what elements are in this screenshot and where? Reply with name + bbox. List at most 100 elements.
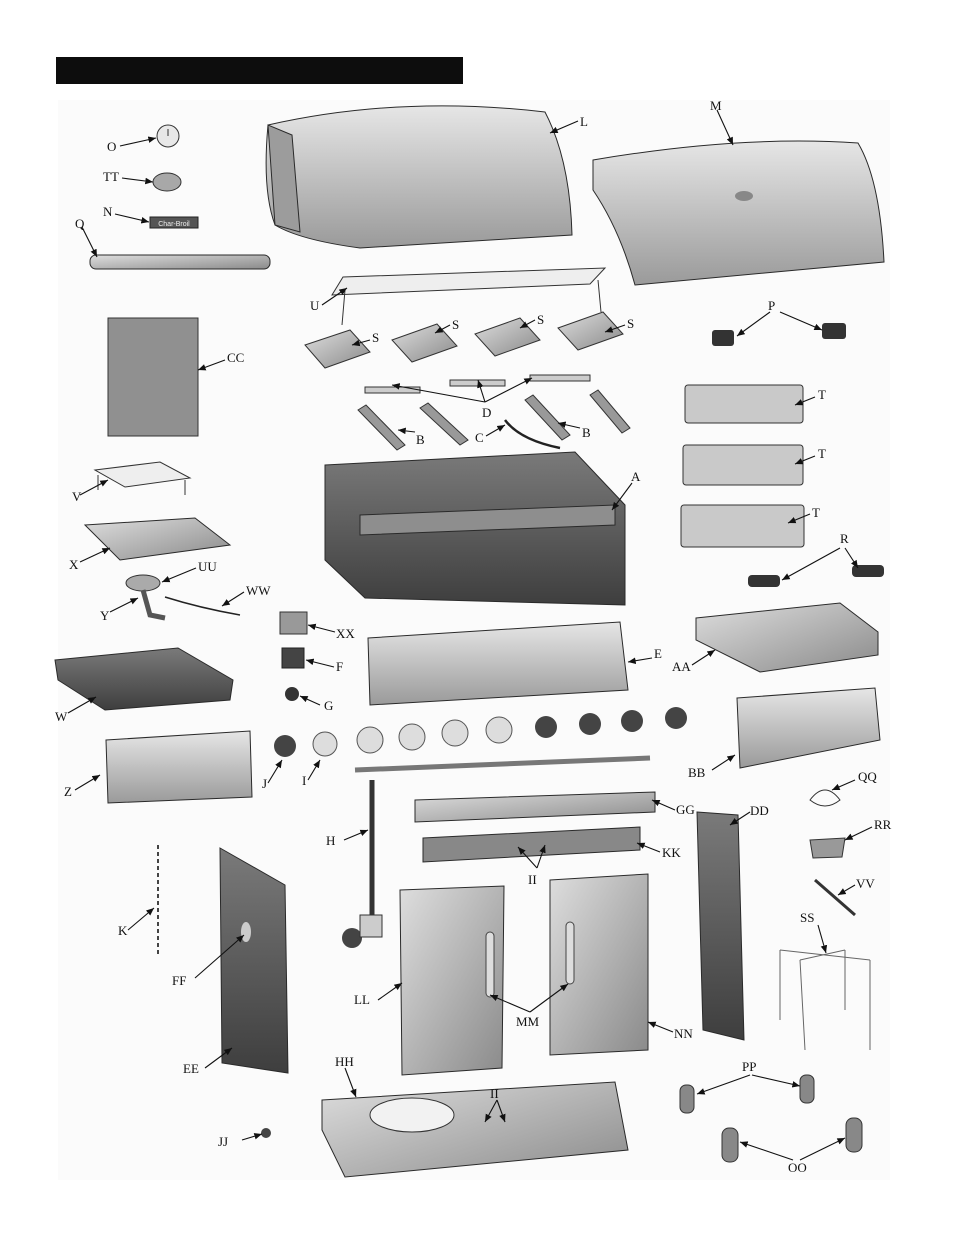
label-ss: SS	[800, 910, 814, 925]
cooking-grates-part	[680, 384, 805, 548]
label-k: K	[118, 923, 128, 938]
lid-handle-part	[89, 254, 271, 270]
label-l: L	[580, 114, 588, 129]
side-shelf-front-part	[736, 687, 881, 769]
label-n: N	[103, 204, 113, 219]
callout-arrow-z	[74, 774, 101, 791]
label-oo: OO	[788, 1160, 807, 1175]
grease-cup-parts	[809, 789, 856, 917]
label-s2: S	[452, 317, 459, 332]
side-shelf-part	[695, 602, 879, 673]
casters-part	[679, 1074, 863, 1163]
label-dd: DD	[750, 803, 769, 818]
label-qq: QQ	[858, 769, 877, 784]
burners-part	[357, 389, 631, 451]
callout-arrow-h	[343, 829, 369, 841]
regulator-hose-part	[342, 780, 383, 948]
bottom-shelf-part	[321, 1081, 629, 1178]
label-hh: HH	[335, 1054, 354, 1069]
callout-arrow-j	[267, 759, 283, 784]
callout-arrow-w	[67, 696, 97, 714]
igniter-cap-part	[285, 687, 299, 701]
label-vv: VV	[856, 876, 875, 891]
label-gg: GG	[676, 802, 695, 817]
callout-arrow-s3	[519, 319, 536, 329]
label-u: U	[310, 298, 320, 313]
label-b2: B	[582, 425, 591, 440]
label-r: R	[840, 531, 849, 546]
callout-arrow-f	[305, 658, 335, 668]
label-pp: PP	[742, 1059, 756, 1074]
callout-arrow-jj	[241, 1133, 263, 1141]
rotisserie-bushings-part	[748, 565, 884, 587]
bolt-part	[261, 1128, 271, 1138]
callout-arrow-oo2	[799, 1137, 846, 1161]
callout-arrow-pp2	[751, 1074, 801, 1088]
callout-arrow-ww	[221, 591, 245, 607]
callout-arrow-c	[485, 424, 506, 437]
label-o: O	[107, 139, 116, 154]
callout-arrow-d3	[484, 377, 533, 403]
label-ii-bottom: II	[490, 1086, 499, 1101]
callout-arrow-p1	[736, 311, 771, 337]
side-burner-grate-part	[93, 461, 192, 495]
callout-arrow-v	[79, 479, 109, 496]
callout-arrow-ii1	[517, 846, 538, 869]
callout-arrow-t3	[787, 513, 811, 524]
label-h: H	[326, 833, 335, 848]
side-burner-panel-part	[105, 730, 253, 804]
electronic-igniter-part	[279, 611, 308, 635]
label-x: X	[69, 557, 79, 572]
callout-arrow-o	[119, 136, 157, 147]
side-burner-lid-part	[592, 140, 885, 286]
nameplate-part: Char-Broil	[149, 216, 199, 229]
label-s3: S	[537, 312, 544, 327]
heat-shield-part	[107, 317, 199, 437]
callout-arrow-rr	[844, 826, 873, 841]
callout-arrow-oo1	[739, 1141, 794, 1161]
label-c: C	[475, 430, 484, 445]
callout-arrow-s4	[604, 324, 626, 333]
callout-arrow-xx	[307, 623, 336, 633]
igniter-wire-part	[504, 419, 561, 450]
label-uu: UU	[198, 559, 217, 574]
temperature-gauge-part	[156, 124, 180, 148]
callout-arrow-gg	[651, 799, 676, 811]
callout-arrow-r2	[844, 547, 859, 569]
label-m: M	[710, 98, 722, 113]
callout-arrow-ii2	[536, 844, 546, 869]
callout-labels: O TT N Q L M U S S S S P CC D B B C T T …	[55, 98, 892, 1175]
callout-arrow-ss	[817, 924, 828, 954]
label-kk: KK	[662, 845, 681, 860]
label-t3: T	[812, 505, 820, 520]
callout-arrow-k	[127, 907, 155, 931]
label-s4: S	[627, 316, 634, 331]
callout-arrow-l	[549, 120, 579, 134]
callout-arrow-ee	[204, 1047, 233, 1069]
left-cart-side-part	[219, 847, 289, 1074]
callout-arrows	[67, 109, 873, 1161]
control-knobs-part	[274, 707, 687, 757]
callout-arrow-p2	[779, 311, 823, 331]
callout-arrow-aa	[691, 649, 716, 666]
callout-arrow-mm1	[489, 994, 531, 1013]
callout-arrow-i	[307, 759, 321, 781]
label-t2: T	[818, 446, 826, 461]
label-ee: EE	[183, 1061, 199, 1076]
callout-arrow-qq	[831, 779, 856, 791]
callout-arrow-ll	[377, 982, 403, 1001]
label-ww: WW	[246, 583, 271, 598]
callout-arrow-ff	[194, 934, 245, 979]
lower-crossbar-part	[422, 826, 641, 863]
label-d: D	[482, 405, 491, 420]
callout-arrow-u	[321, 287, 348, 306]
tank-holder-part	[779, 949, 871, 1051]
label-nn: NN	[674, 1026, 693, 1041]
callout-arrow-bb	[711, 754, 736, 771]
cabinet-doors-part	[399, 873, 649, 1076]
callout-arrow-r1	[781, 547, 841, 581]
label-t1: T	[818, 387, 826, 402]
nameplate-logo-text: Char-Broil	[158, 221, 190, 228]
crossbar-part	[414, 791, 656, 823]
